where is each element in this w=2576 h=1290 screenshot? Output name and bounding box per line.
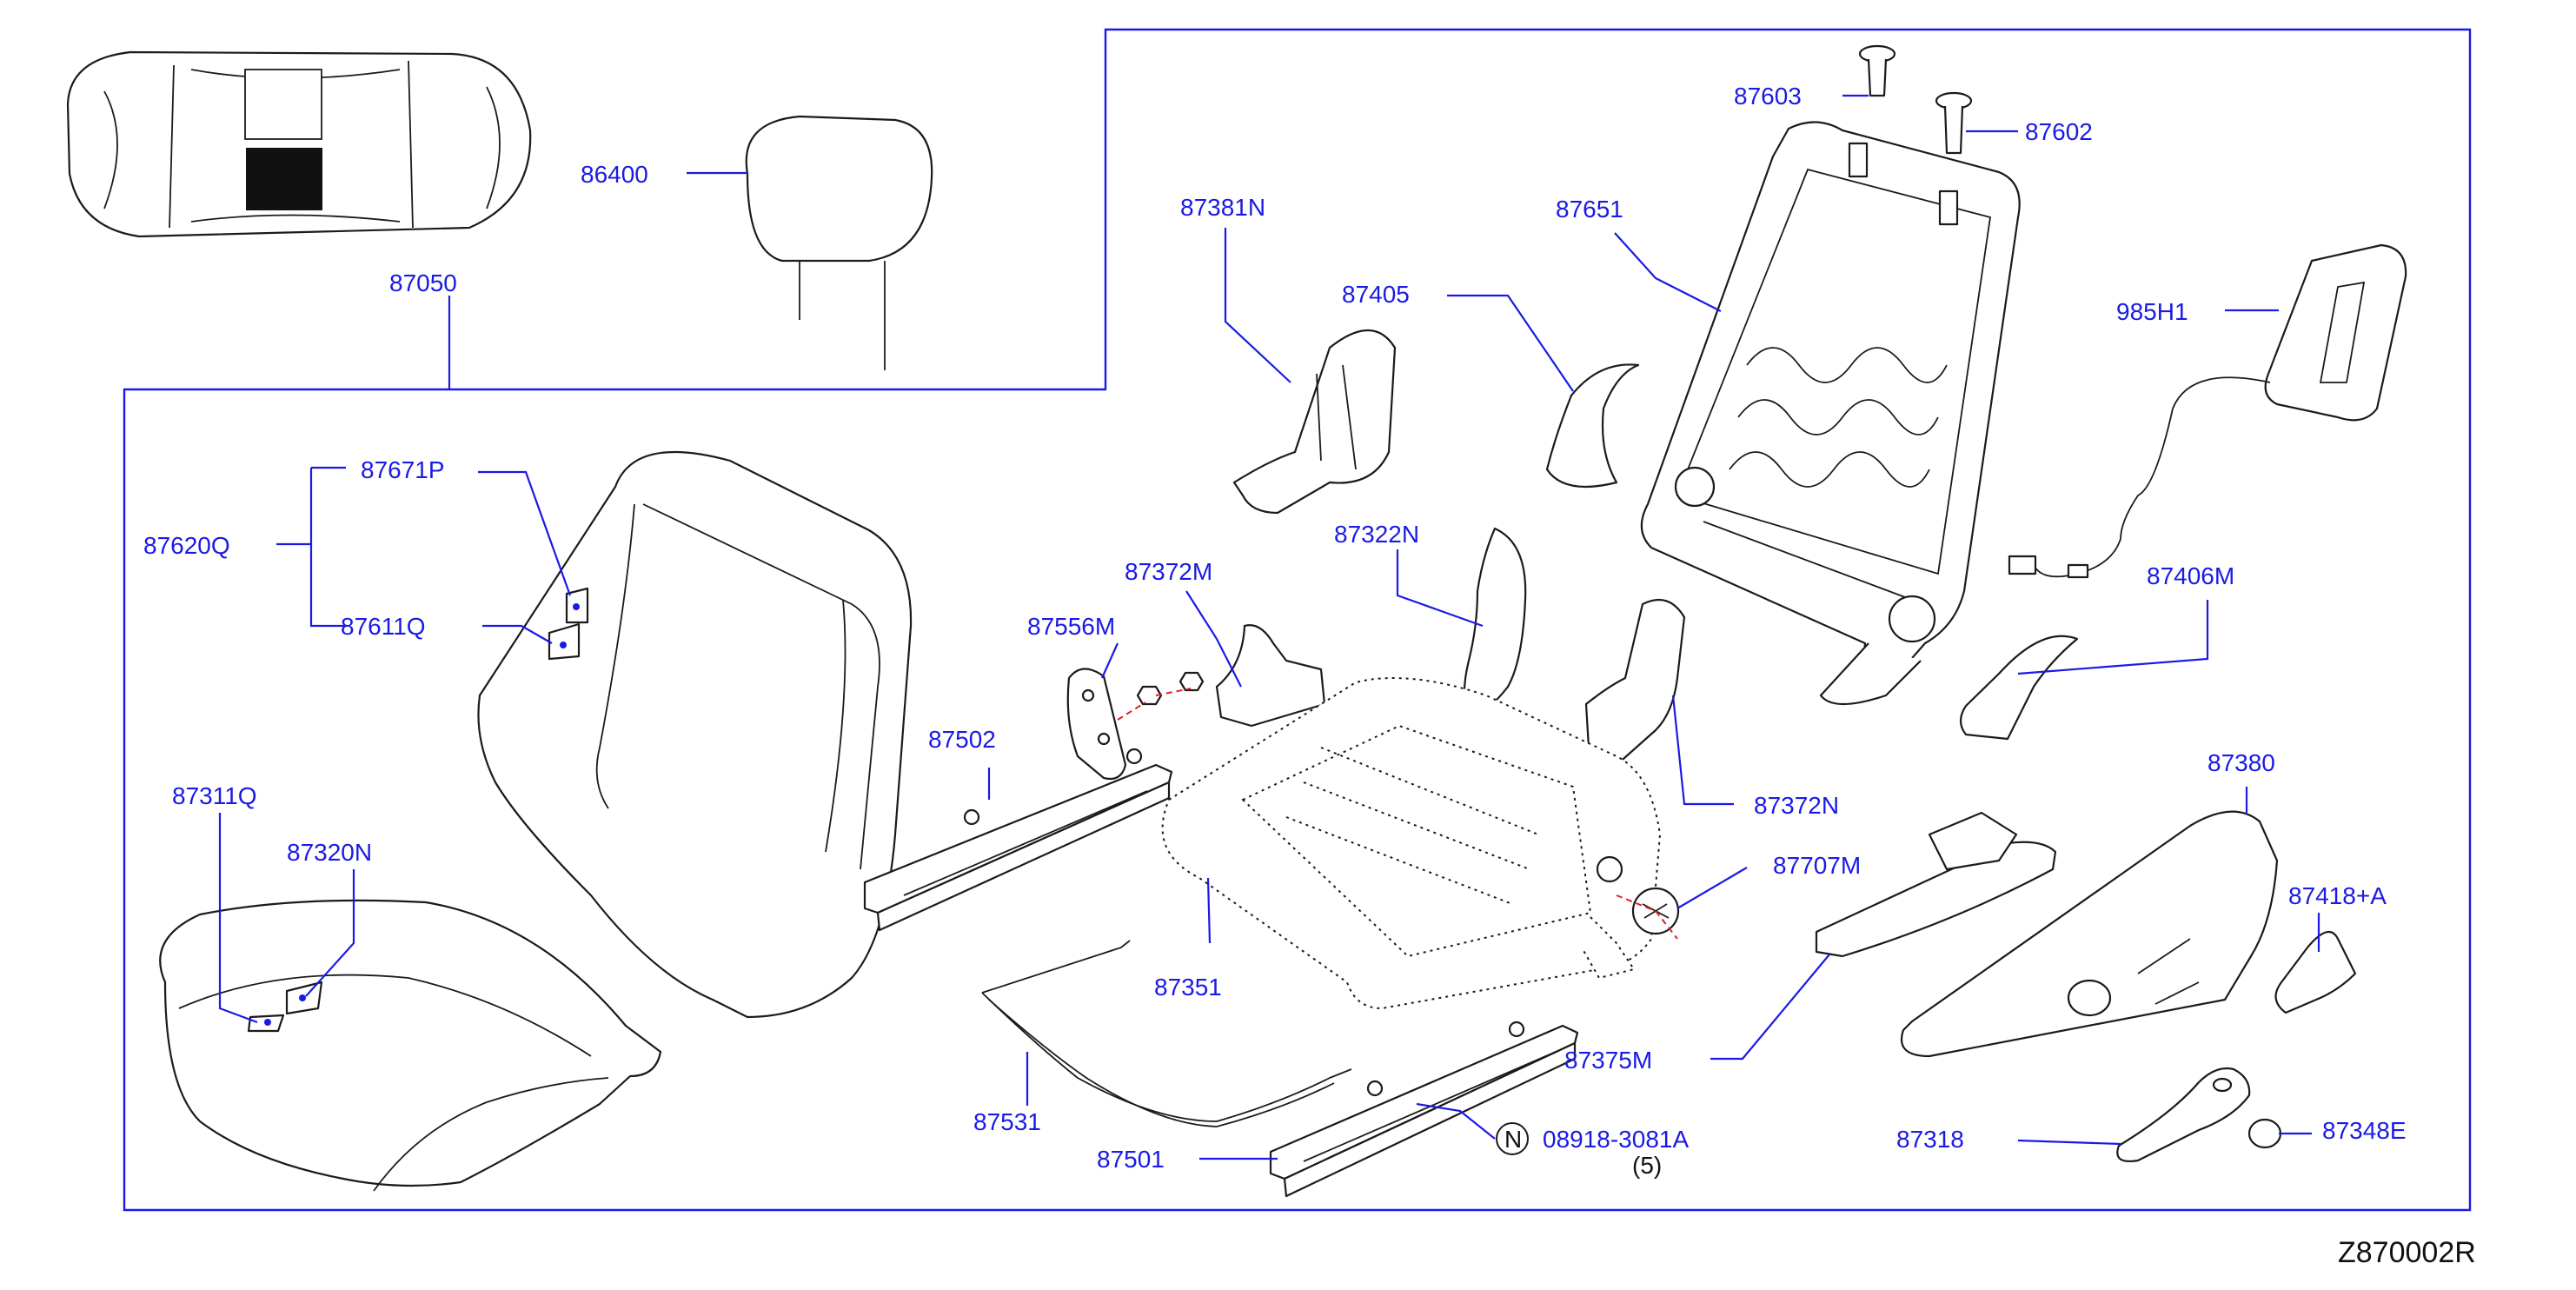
bracket-87620Q xyxy=(276,466,346,628)
leader-87351 xyxy=(1206,877,1212,944)
leader-87651 xyxy=(1614,232,1722,312)
label-87311Q: 87311Q xyxy=(172,782,257,809)
label-86400: 86400 xyxy=(581,161,648,188)
label-87320N: 87320N xyxy=(287,839,372,866)
trim-87405 xyxy=(1545,363,1640,489)
cap-87348E xyxy=(2247,1118,2282,1149)
label-87707M: 87707M xyxy=(1773,852,1861,879)
leader-87405 xyxy=(1447,294,1574,392)
slide-rail-87502 xyxy=(863,748,1173,932)
label-87372N: 87372N xyxy=(1754,792,1839,819)
label-985H1: 985H1 xyxy=(2116,298,2188,325)
label-87406M: 87406M xyxy=(2147,562,2234,589)
seat-location-marker xyxy=(246,148,322,210)
leader-87322N xyxy=(1396,549,1484,628)
diagram-code: Z870002R xyxy=(2338,1236,2476,1269)
label-87348E: 87348E xyxy=(2322,1117,2407,1144)
bracket-87372N xyxy=(1584,598,1686,767)
label-87620Q: 87620Q xyxy=(143,532,230,559)
label-87602: 87602 xyxy=(2025,118,2093,145)
label-87556M: 87556M xyxy=(1027,613,1115,640)
knob-87418A xyxy=(2274,930,2357,1014)
label-87651: 87651 xyxy=(1556,196,1623,223)
seatback-cushion xyxy=(477,450,913,1019)
leader-87556M xyxy=(1100,642,1119,679)
tag-87671P xyxy=(565,587,589,624)
label-87405: 87405 xyxy=(1342,281,1410,308)
label-87380: 87380 xyxy=(2208,749,2275,776)
leader-87671P xyxy=(478,470,572,596)
label-08918-qty: (5) xyxy=(1632,1152,1662,1179)
vehicle-location-thumbnail xyxy=(66,50,532,238)
tag-87311Q xyxy=(247,1014,285,1033)
leader-87311Q xyxy=(218,813,258,1024)
leader-87611Q xyxy=(482,624,553,644)
leader-87318 xyxy=(2017,1139,2121,1146)
label-87501: 87501 xyxy=(1097,1146,1165,1173)
headrest-guide-87603 xyxy=(1858,44,1896,97)
leader-87381N xyxy=(1224,228,1291,383)
leader-87372N xyxy=(1671,695,1734,806)
lever-87318 xyxy=(2116,1067,2251,1162)
leader-87320N xyxy=(305,869,355,997)
label-87611Q: 87611Q xyxy=(341,613,426,640)
label-87351: 87351 xyxy=(1154,974,1222,1001)
side-cover-87380 xyxy=(1901,810,2279,1058)
label-87372M: 87372M xyxy=(1125,558,1212,585)
leader-87707M xyxy=(1676,867,1748,909)
seat-cushion-pad xyxy=(159,899,662,1192)
motor-87707M xyxy=(1616,887,1680,940)
headrest-guide-87602 xyxy=(1935,91,1973,155)
label-87318: 87318 xyxy=(1896,1126,1964,1153)
label-08918-3081A: 08918-3081A xyxy=(1543,1126,1689,1153)
seatback-frame xyxy=(1640,121,2021,706)
leader-87375M xyxy=(1710,954,1830,1061)
side-airbag-985H1 xyxy=(2008,243,2407,579)
label-87603: 87603 xyxy=(1734,83,1802,110)
tag-87320N xyxy=(285,981,323,1015)
label-87531: 87531 xyxy=(973,1108,1041,1135)
bracket-87372M xyxy=(1215,624,1326,728)
leader-08918 xyxy=(1416,1102,1496,1140)
cushion-frame-87351 xyxy=(1161,677,1662,1010)
leader-87372M xyxy=(1185,590,1242,688)
trim-87375M xyxy=(1815,811,2057,958)
side-shield-87381N xyxy=(1232,329,1397,515)
label-87418A: 87418+A xyxy=(2288,882,2387,909)
label-87502: 87502 xyxy=(928,726,996,753)
headrest xyxy=(745,115,933,370)
tag-87611Q xyxy=(548,622,581,661)
bracket-87406M xyxy=(1959,635,2079,741)
label-87375M: 87375M xyxy=(1564,1047,1652,1074)
slide-rail-87501 xyxy=(1269,1021,1579,1198)
label-87381N: 87381N xyxy=(1180,194,1265,221)
n-symbol-circle xyxy=(1496,1122,1529,1155)
leader-87406M xyxy=(2017,600,2209,675)
wire-87531 xyxy=(981,940,1352,1127)
label-87322N: 87322N xyxy=(1334,521,1419,548)
bracket-87556M xyxy=(1066,668,1205,781)
n-symbol: N xyxy=(1504,1126,1522,1153)
label-87671P: 87671P xyxy=(361,456,445,483)
assembly-frame xyxy=(123,28,2472,1212)
label-87050: 87050 xyxy=(389,269,457,296)
